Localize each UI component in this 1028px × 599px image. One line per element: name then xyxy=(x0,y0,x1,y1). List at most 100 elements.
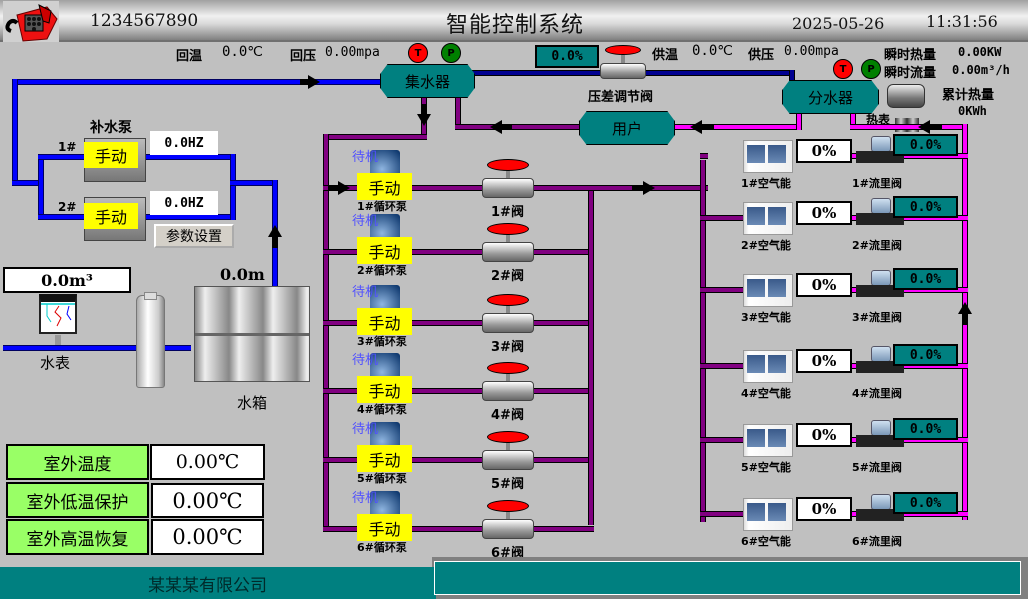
pipe-makeup-right xyxy=(230,154,236,220)
makeup-pump-1-freq: 0.0HZ xyxy=(150,131,218,155)
heat-pump-output[interactable]: 0% xyxy=(796,497,852,521)
makeup-pump-2-mode-button[interactable]: 手动 xyxy=(84,203,138,229)
flow-valve-icon[interactable] xyxy=(856,435,904,447)
diff-valve-opening: 0.0% xyxy=(535,45,599,68)
pipe-circ-top xyxy=(323,134,427,140)
flow-arrow-icon xyxy=(338,181,350,195)
pipe-hp-inlet xyxy=(700,363,748,369)
heat-pump-icon xyxy=(743,274,793,307)
heat-meter-label: 热表 xyxy=(866,113,891,127)
flow-valve-icon[interactable] xyxy=(856,151,904,163)
flow-valve-actuator-icon xyxy=(871,270,891,286)
circ-pump-mode-button[interactable]: 手动 xyxy=(357,514,412,541)
water-meter-icon xyxy=(39,294,77,334)
flow-arrow-tail xyxy=(272,236,278,248)
pipe-circ-branch xyxy=(323,457,594,463)
flow-valve-opening[interactable]: 0.0% xyxy=(893,344,958,366)
flow-valve-opening[interactable]: 0.0% xyxy=(893,268,958,290)
diff-valve-icon[interactable] xyxy=(600,63,646,79)
flow-valve-icon[interactable] xyxy=(856,285,904,297)
circ-pump-mode-button[interactable]: 手动 xyxy=(357,445,412,472)
flow-valve-opening[interactable]: 0.0% xyxy=(893,492,958,514)
outdoor-low-protect-value[interactable]: 0.00℃ xyxy=(151,483,264,518)
circ-pump-label: 3#循环泵 xyxy=(357,335,407,348)
water-meter-stem xyxy=(55,335,61,345)
circ-valve-icon[interactable] xyxy=(482,313,534,333)
circ-valve-icon[interactable] xyxy=(482,519,534,539)
outdoor-temp-value: 0.00℃ xyxy=(150,444,265,480)
heat-pump-icon xyxy=(743,350,793,383)
circ-pump-status: 待机 xyxy=(352,491,379,506)
circ-pump-mode-button[interactable]: 手动 xyxy=(357,376,412,403)
pipe-return-top xyxy=(12,79,382,85)
header-bar xyxy=(0,0,1028,42)
diff-valve-label: 压差调节阀 xyxy=(588,90,654,105)
heat-pump-icon xyxy=(743,202,793,235)
circ-valve-label: 5#阀 xyxy=(491,477,524,492)
flow-arrow-icon xyxy=(308,75,320,89)
settings-button[interactable]: 参数设置 xyxy=(154,224,234,248)
flow-valve-opening[interactable]: 0.0% xyxy=(893,134,958,156)
heat-pump-output[interactable]: 0% xyxy=(796,349,852,373)
total-heat-label: 累计热量 xyxy=(942,88,995,103)
flow-arrow-icon xyxy=(918,120,930,134)
supply-pressure-value: 0.00mpa xyxy=(784,44,839,59)
flow-valve-icon[interactable] xyxy=(856,213,904,225)
diff-valve-stem xyxy=(621,55,625,65)
makeup-pump-1-mode-button[interactable]: 手动 xyxy=(84,142,138,168)
pipe-meter-return xyxy=(850,124,968,130)
circ-valve-icon[interactable] xyxy=(482,381,534,401)
instant-flow-label: 瞬时流量 xyxy=(884,66,937,81)
distributor-pressure-sensor-icon: P xyxy=(861,59,881,79)
circ-pump-mode-button[interactable]: 手动 xyxy=(357,237,412,264)
circ-pump-mode-button[interactable]: 手动 xyxy=(357,308,412,335)
circ-pump-mode-button[interactable]: 手动 xyxy=(357,173,412,200)
heat-pump-output[interactable]: 0% xyxy=(796,139,852,163)
outdoor-high-restore-value[interactable]: 0.00℃ xyxy=(151,519,264,555)
makeup-pump-1-id: 1# xyxy=(58,140,77,154)
distributor-vessel: 分水器 xyxy=(782,80,879,114)
flow-valve-actuator-icon xyxy=(871,136,891,152)
supply-temp-label: 供温 xyxy=(652,48,679,63)
pipe-circ-branch xyxy=(323,526,594,532)
phone-icon xyxy=(3,1,59,42)
outdoor-temp-label: 室外温度 xyxy=(6,444,149,480)
circ-valve-stem xyxy=(506,443,510,451)
heat-pump-output[interactable]: 0% xyxy=(796,423,852,447)
flow-valve-actuator-icon xyxy=(871,346,891,362)
flow-arrow-tail xyxy=(300,79,310,85)
heat-pump-output[interactable]: 0% xyxy=(796,201,852,225)
pipe-circ-left xyxy=(323,134,329,526)
pipe-circ-branch xyxy=(323,388,594,394)
pipe-hp-inlet xyxy=(700,153,708,159)
circ-pump-status: 待机 xyxy=(352,285,379,300)
return-temp-value: 0.0℃ xyxy=(222,44,264,60)
pipe-hp-inlet xyxy=(700,215,748,221)
circ-valve-icon[interactable] xyxy=(482,242,534,262)
circ-valve-stem xyxy=(506,374,510,382)
circ-valve-actuator-icon xyxy=(487,431,529,443)
flow-arrow-icon xyxy=(958,302,972,314)
heat-pump-output[interactable]: 0% xyxy=(796,273,852,297)
makeup-pump-2-id: 2# xyxy=(58,200,77,214)
heat-pump-label: 4#空气能 xyxy=(741,387,791,400)
flow-arrow-icon xyxy=(490,120,502,134)
header-date: 2025-05-26 xyxy=(792,14,885,33)
circ-valve-icon[interactable] xyxy=(482,450,534,470)
pipe-circ-right xyxy=(588,185,594,525)
pipe-hp-manifold xyxy=(700,160,706,522)
circ-valve-icon[interactable] xyxy=(482,178,534,198)
flow-valve-opening[interactable]: 0.0% xyxy=(893,196,958,218)
pipe-makeup-join xyxy=(12,180,42,186)
heat-pump-label: 1#空气能 xyxy=(741,177,791,190)
flow-valve-icon[interactable] xyxy=(856,509,904,521)
flow-valve-opening[interactable]: 0.0% xyxy=(893,418,958,440)
pipe-user-supply xyxy=(670,124,802,130)
outdoor-high-restore-label: 室外高温恢复 xyxy=(6,519,149,555)
makeup-pump-2-freq: 0.0HZ xyxy=(150,191,218,215)
instant-heat-label: 瞬时热量 xyxy=(884,48,937,63)
pipe-return-left xyxy=(12,79,18,186)
circ-valve-label: 2#阀 xyxy=(491,269,524,284)
circ-valve-label: 1#阀 xyxy=(491,205,524,220)
flow-valve-icon[interactable] xyxy=(856,361,904,373)
